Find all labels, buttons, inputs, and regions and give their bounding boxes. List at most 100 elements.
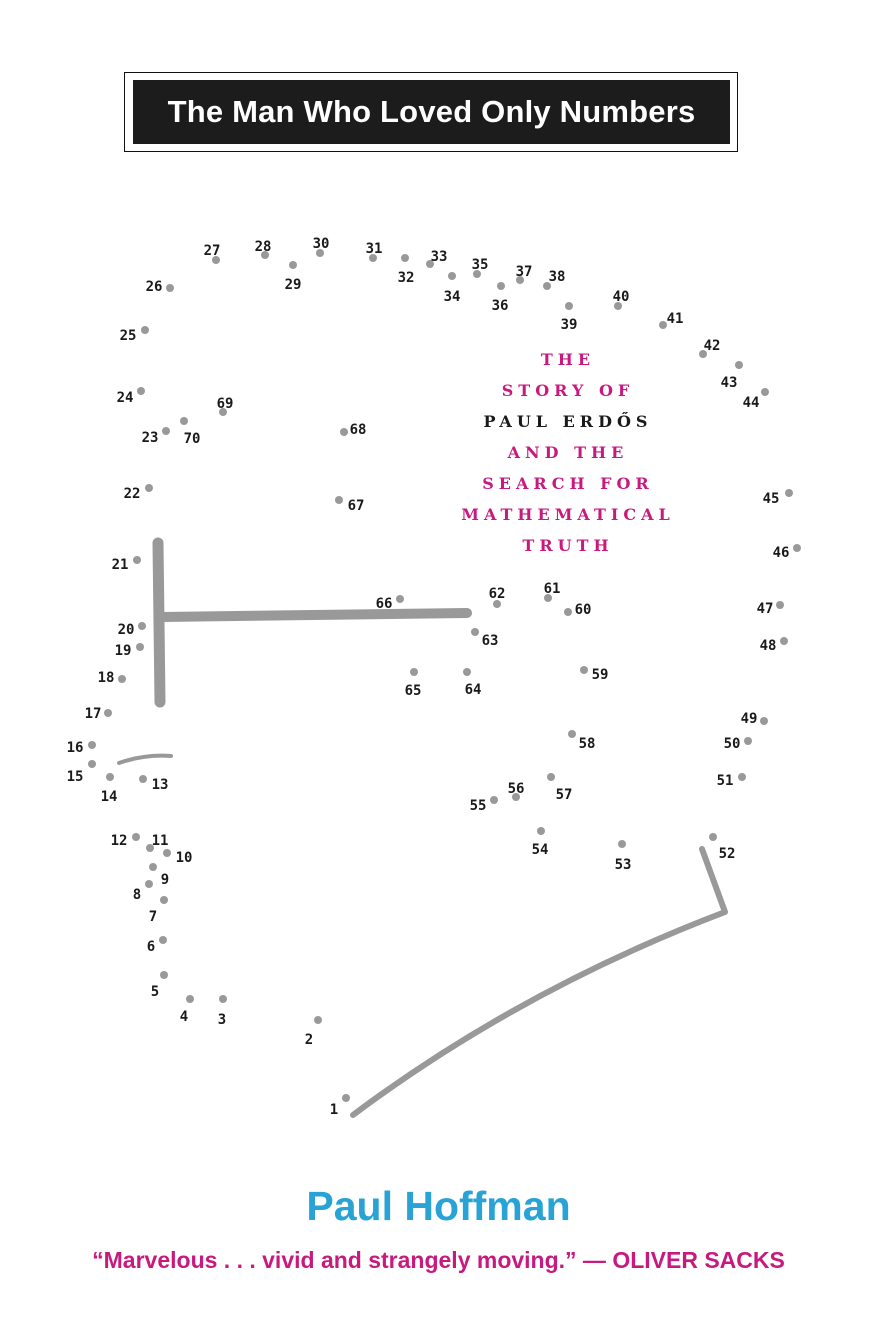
- dot-30: [316, 249, 324, 257]
- dot-39: [565, 302, 573, 310]
- drawn-strokes: [117, 537, 728, 1118]
- dot-label-31: 31: [366, 241, 383, 257]
- dot-27: [212, 256, 220, 264]
- dot-67: [335, 496, 343, 504]
- dot-2: [314, 1016, 322, 1024]
- stroke-curve: [117, 753, 173, 765]
- dot-label-41: 41: [667, 311, 684, 327]
- subtitle-line: STORY OF: [501, 381, 635, 400]
- dot-61: [544, 594, 552, 602]
- stroke-chin: [350, 846, 728, 1118]
- dot-9: [149, 863, 157, 871]
- dot-label-20: 20: [118, 622, 135, 638]
- dot-label-51: 51: [717, 773, 734, 789]
- dot-label-5: 5: [151, 984, 159, 1000]
- dot-label-24: 24: [117, 390, 134, 406]
- dot-label-6: 6: [147, 939, 155, 955]
- dot-label-23: 23: [142, 430, 159, 446]
- dot-60: [564, 608, 572, 616]
- dot-label-37: 37: [516, 264, 533, 280]
- dot-label-9: 9: [161, 872, 169, 888]
- dot-label-55: 55: [470, 798, 487, 814]
- dot-49: [760, 717, 768, 725]
- dot-53: [618, 840, 626, 848]
- dot-label-12: 12: [111, 833, 128, 849]
- dot-38: [543, 282, 551, 290]
- dot-label-54: 54: [532, 842, 549, 858]
- dot-3: [219, 995, 227, 1003]
- dot-label-7: 7: [149, 909, 157, 925]
- dot-12: [132, 833, 140, 841]
- dot-41: [659, 321, 667, 329]
- dot-label-65: 65: [405, 683, 422, 699]
- subtitle-line: SEARCH FOR: [482, 474, 654, 493]
- dot-label-36: 36: [492, 298, 509, 314]
- dot-label-40: 40: [613, 289, 630, 305]
- dot-57: [547, 773, 555, 781]
- dot-69: [219, 408, 227, 416]
- dot-label-42: 42: [704, 338, 721, 354]
- dot-label-66: 66: [376, 596, 393, 612]
- dot-label-47: 47: [757, 601, 774, 617]
- dot-15: [88, 760, 96, 768]
- dot-label-15: 15: [67, 769, 84, 785]
- dot-label-38: 38: [549, 269, 566, 285]
- dot-label-57: 57: [556, 787, 573, 803]
- dot-label-3: 3: [218, 1012, 226, 1028]
- dot-label-14: 14: [101, 789, 118, 805]
- dot-label-11: 11: [152, 833, 169, 849]
- dot-label-13: 13: [152, 777, 169, 793]
- dot-label-58: 58: [579, 736, 596, 752]
- book-title: The Man Who Loved Only Numbers: [133, 80, 730, 144]
- dot-46: [793, 544, 801, 552]
- dot-14: [106, 773, 114, 781]
- dot-34: [448, 272, 456, 280]
- dot-label-53: 53: [615, 857, 632, 873]
- dot-36: [497, 282, 505, 290]
- dot-31: [369, 254, 377, 262]
- dot-label-10: 10: [176, 850, 193, 866]
- subtitle-line: THE: [540, 350, 596, 369]
- dot-26: [166, 284, 174, 292]
- dot-label-60: 60: [575, 602, 592, 618]
- dot-label-30: 30: [313, 236, 330, 252]
- quote-text: “Marvelous . . . vivid and strangely mov…: [92, 1247, 577, 1273]
- dot-24: [137, 387, 145, 395]
- dot-64: [463, 668, 471, 676]
- dot-label-48: 48: [760, 638, 777, 654]
- dot-35: [473, 270, 481, 278]
- dot-59: [580, 666, 588, 674]
- dot-62: [493, 600, 501, 608]
- dot-label-16: 16: [67, 740, 84, 756]
- stroke-horizontal: [157, 608, 472, 622]
- dot-label-1: 1: [330, 1102, 338, 1118]
- subtitle-line: TRUTH: [522, 536, 614, 555]
- dot-label-32: 32: [398, 270, 415, 286]
- dot-label-28: 28: [255, 239, 272, 255]
- dot-label-2: 2: [305, 1032, 313, 1048]
- dot-label-43: 43: [721, 375, 738, 391]
- dot-19: [136, 643, 144, 651]
- dot-25: [141, 326, 149, 334]
- dot-47: [776, 601, 784, 609]
- dot-55: [490, 796, 498, 804]
- dot-18: [118, 675, 126, 683]
- dot-56: [512, 793, 520, 801]
- dot-8: [145, 880, 153, 888]
- dot-1: [342, 1094, 350, 1102]
- dot-63: [471, 628, 479, 636]
- dot-label-68: 68: [350, 422, 367, 438]
- dot-label-25: 25: [120, 328, 137, 344]
- dot-65: [410, 668, 418, 676]
- dot-20: [138, 622, 146, 630]
- dot-label-29: 29: [285, 277, 302, 293]
- dot-label-69: 69: [217, 396, 234, 412]
- dot-label-45: 45: [763, 491, 780, 507]
- dot-32: [401, 254, 409, 262]
- dot-label-33: 33: [431, 249, 448, 265]
- dot-58: [568, 730, 576, 738]
- dot-54: [537, 827, 545, 835]
- dot-33: [426, 260, 434, 268]
- dot-13: [139, 775, 147, 783]
